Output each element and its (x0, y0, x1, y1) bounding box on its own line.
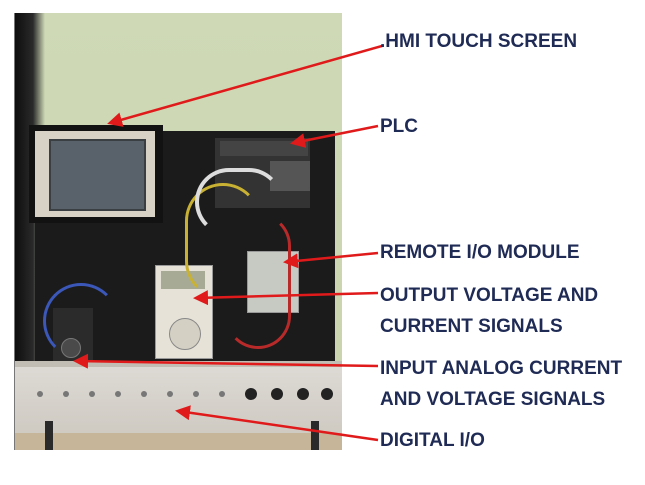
label-input-line-1: INPUT ANALOG CURRENT (380, 358, 623, 379)
digital-arrow (175, 405, 379, 442)
label-hmi-touch-screen: .HMI TOUCH SCREEN (380, 31, 578, 52)
io-hole (193, 391, 199, 397)
stand-leg-left (45, 421, 53, 450)
cable-white (195, 168, 283, 236)
input-arrow (73, 353, 379, 369)
label-digital-io: DIGITAL I/O (380, 430, 485, 451)
equipment-photo (14, 13, 342, 450)
plc-terminal-strip (220, 141, 308, 156)
remote-io-arrow (283, 251, 379, 269)
label-output-line-1: OUTPUT VOLTAGE AND (380, 285, 599, 306)
output-arrow (193, 290, 379, 306)
io-hole (89, 391, 95, 397)
hmi-arrow (107, 44, 383, 127)
io-hole (141, 391, 147, 397)
label-output-line-2: CURRENT SIGNALS (380, 316, 563, 337)
label-input-line-2: AND VOLTAGE SIGNALS (380, 389, 606, 410)
io-hole (37, 391, 43, 397)
hmi-screen (49, 139, 146, 211)
multimeter-dial (169, 318, 201, 350)
plc-arrow (290, 124, 379, 149)
label-remote-io-module: REMOTE I/O MODULE (380, 242, 580, 263)
label-plc: PLC (380, 116, 418, 137)
io-hole (167, 391, 173, 397)
io-hole (63, 391, 69, 397)
floor (15, 433, 342, 450)
io-panel-rim (15, 361, 342, 367)
io-switch (321, 388, 333, 400)
io-switch (271, 388, 283, 400)
stand-leg-right (311, 421, 319, 450)
io-panel (15, 361, 342, 433)
io-hole (219, 391, 225, 397)
io-switch (297, 388, 309, 400)
cable-red (225, 213, 291, 349)
io-switch (245, 388, 257, 400)
cable-blue (43, 283, 119, 359)
io-hole (115, 391, 121, 397)
